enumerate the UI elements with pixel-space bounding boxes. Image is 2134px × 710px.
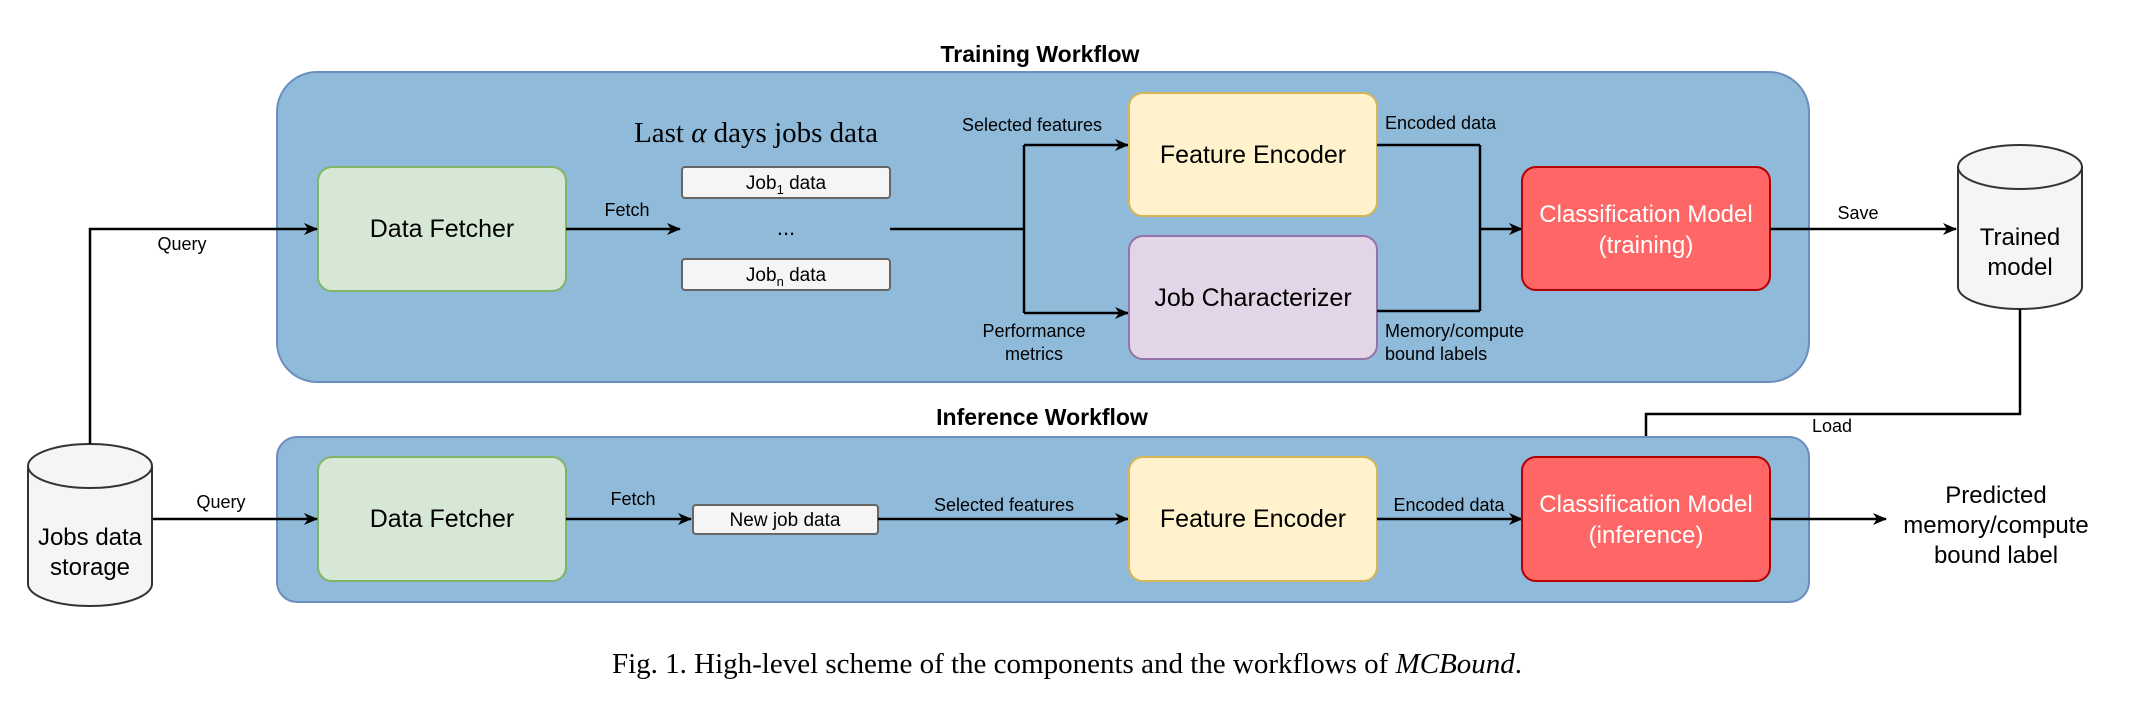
training-workflow-title: Training Workflow [941, 41, 1140, 67]
jobs-data-header: Last α days jobs data [634, 117, 878, 149]
job-ellipsis: ... [777, 215, 795, 240]
output-label-1: Predicted [1945, 482, 2046, 509]
caption-name: MCBound [1395, 648, 1515, 680]
jobs-data-storage-cylinder [27, 443, 153, 607]
training-classifier-label-1: Classification Model [1539, 201, 1752, 228]
figure-caption: Fig. 1. High-level scheme of the compone… [0, 648, 2134, 681]
load-label: Load [1812, 416, 1852, 436]
load-arrow [1640, 309, 2022, 456]
performance-metrics-label-2: metrics [1005, 344, 1063, 364]
labels-label-1: Memory/compute [1385, 321, 1524, 341]
training-feature-encoder-box [1128, 92, 1378, 217]
jobn-data-box [681, 258, 891, 291]
trained-model-label-1: Trained [1980, 224, 2060, 251]
training-encoded-data-label: Encoded data [1385, 113, 1497, 133]
storage-label-1: Jobs data [38, 524, 143, 551]
caption-prefix: Fig. 1. High-level scheme of the compone… [611, 648, 1396, 680]
training-query-label: Query [157, 234, 206, 254]
training-selected-features-label: Selected features [962, 115, 1102, 135]
labels-label-2: bound labels [1385, 344, 1487, 364]
inference-classifier-label-2: (inference) [1589, 522, 1704, 549]
storage-label-2: storage [50, 554, 130, 581]
inference-classifier-label-1: Classification Model [1539, 491, 1752, 518]
jobn-data-label: Jobn data [746, 265, 827, 289]
inference-encoded-data-label: Encoded data [1393, 495, 1505, 515]
inference-query-label: Query [196, 492, 245, 512]
inference-feature-encoder-label: Feature Encoder [1160, 505, 1346, 533]
performance-metrics-label-1: Performance [982, 321, 1085, 341]
output-label-3: bound label [1934, 542, 2058, 569]
output-label-2: memory/compute [1903, 512, 2088, 539]
training-data-fetcher-label: Data Fetcher [370, 215, 515, 243]
job-characterizer-label: Job Characterizer [1154, 284, 1351, 312]
training-classifier-label-2: (training) [1599, 232, 1694, 259]
new-job-data-label: New job data [730, 510, 841, 531]
inference-data-fetcher-label: Data Fetcher [370, 505, 515, 533]
training-fetch-label: Fetch [604, 200, 649, 220]
trained-model-label-2: model [1987, 254, 2052, 281]
inference-fetch-label: Fetch [610, 489, 655, 509]
training-query-arrow [88, 223, 318, 444]
job-characterizer-box [1128, 235, 1378, 360]
inference-workflow-title: Inference Workflow [936, 404, 1148, 430]
training-workflow-panel [276, 71, 1810, 383]
save-label: Save [1837, 203, 1878, 223]
training-classifier-box [1521, 166, 1771, 291]
inference-classifier-box [1521, 456, 1771, 582]
caption-suffix: . [1514, 648, 1523, 680]
training-feature-encoder-label: Feature Encoder [1160, 141, 1346, 169]
inference-selected-features-label: Selected features [934, 495, 1074, 515]
job1-data-box [681, 166, 891, 199]
job1-data-label: Job1 data [746, 173, 827, 197]
